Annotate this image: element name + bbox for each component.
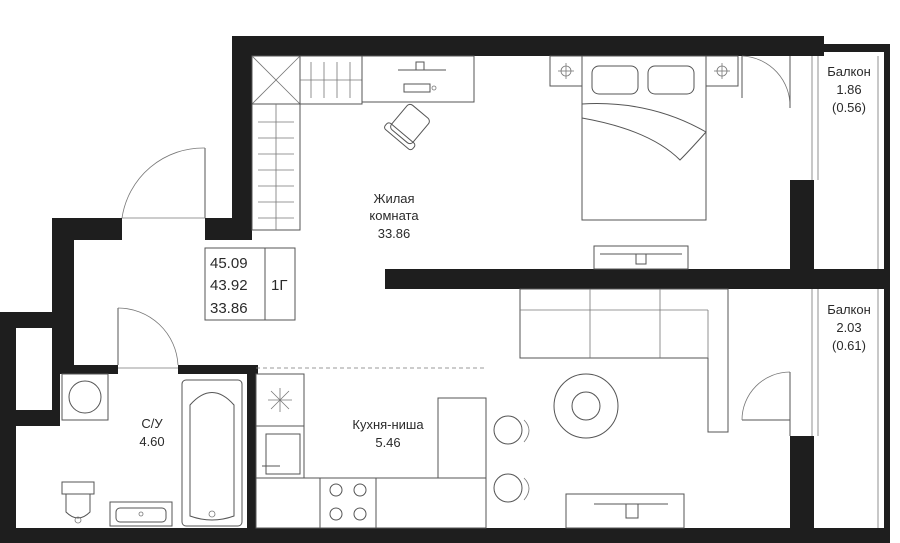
bed xyxy=(581,55,707,221)
wall-top-right xyxy=(824,44,890,52)
sofa xyxy=(519,288,729,433)
kitchen-counter xyxy=(255,477,487,529)
wall-bathroom-right xyxy=(247,365,256,543)
balcony-bottom-area: 2.03 xyxy=(836,320,861,335)
bathroom-fixtures xyxy=(61,373,243,527)
keyboard xyxy=(403,83,431,93)
toilet-tank xyxy=(61,481,95,495)
wall-balcony-edge xyxy=(884,44,890,543)
tv-stand xyxy=(593,245,689,270)
wall-middle-partition xyxy=(385,269,890,289)
living-furniture xyxy=(251,55,739,270)
wall-bathroom-notch-inner xyxy=(0,410,60,426)
desk-chair xyxy=(384,103,430,151)
wall-bathroom-left xyxy=(0,312,16,543)
tv-cabinet xyxy=(565,493,685,529)
entry xyxy=(117,147,206,369)
desk xyxy=(361,55,475,103)
room-labels: Жилая комната 33.86 Кухня-ниша 5.46 С/У … xyxy=(139,64,870,450)
total-area: 45.09 xyxy=(210,255,248,272)
kitchen-fixtures xyxy=(255,367,487,529)
wall-top xyxy=(232,36,824,56)
nightstand-right xyxy=(705,55,739,87)
balcony-bottom-area-reduced: (0.61) xyxy=(832,338,866,353)
nightstand-left xyxy=(549,55,583,87)
round-table xyxy=(553,373,619,439)
balconies xyxy=(741,55,879,528)
kitchen-area: 5.46 xyxy=(375,435,400,450)
living-room-name-1: Жилая xyxy=(373,191,414,206)
wall-left-upper xyxy=(232,36,252,240)
living-area-summary: 33.86 xyxy=(210,300,248,317)
balcony-top-area: 1.86 xyxy=(836,82,861,97)
stove xyxy=(319,477,377,529)
bathtub xyxy=(181,379,243,527)
wall-bathroom-top-right xyxy=(178,365,258,374)
wall-right-upper xyxy=(790,180,814,289)
balcony-bottom-name: Балкон xyxy=(827,302,871,317)
balcony-top-name: Балкон xyxy=(827,64,871,79)
wall-bathroom-top xyxy=(52,365,118,374)
sink xyxy=(109,501,173,527)
wall-bathroom-notch xyxy=(0,312,60,328)
bathroom-name: С/У xyxy=(141,416,163,431)
balcony-top-area-reduced: (0.56) xyxy=(832,100,866,115)
stool-top xyxy=(493,415,523,445)
area-without-balconies: 43.92 xyxy=(210,277,248,294)
wall-corridor-top xyxy=(205,218,252,240)
fridge xyxy=(437,397,487,479)
walls xyxy=(0,36,890,543)
living-room-name-2: комната xyxy=(369,208,419,223)
wall-right-lower xyxy=(790,436,814,543)
pillow-right xyxy=(647,65,695,95)
bed-blanket-fold xyxy=(581,103,707,161)
kitchen-name: Кухня-ниша xyxy=(352,417,424,432)
washing-machine xyxy=(61,373,109,421)
bathroom-area: 4.60 xyxy=(139,434,164,449)
pillow-left xyxy=(591,65,639,95)
area-summary-box: 45.09 43.92 33.86 1Г xyxy=(204,247,296,321)
toilet xyxy=(65,493,91,519)
wall-bottom xyxy=(0,528,890,543)
dining-furniture xyxy=(493,288,729,529)
apartment-type: 1Г xyxy=(271,277,287,294)
living-room-area: 33.86 xyxy=(378,226,411,241)
stool-bottom xyxy=(493,473,523,503)
